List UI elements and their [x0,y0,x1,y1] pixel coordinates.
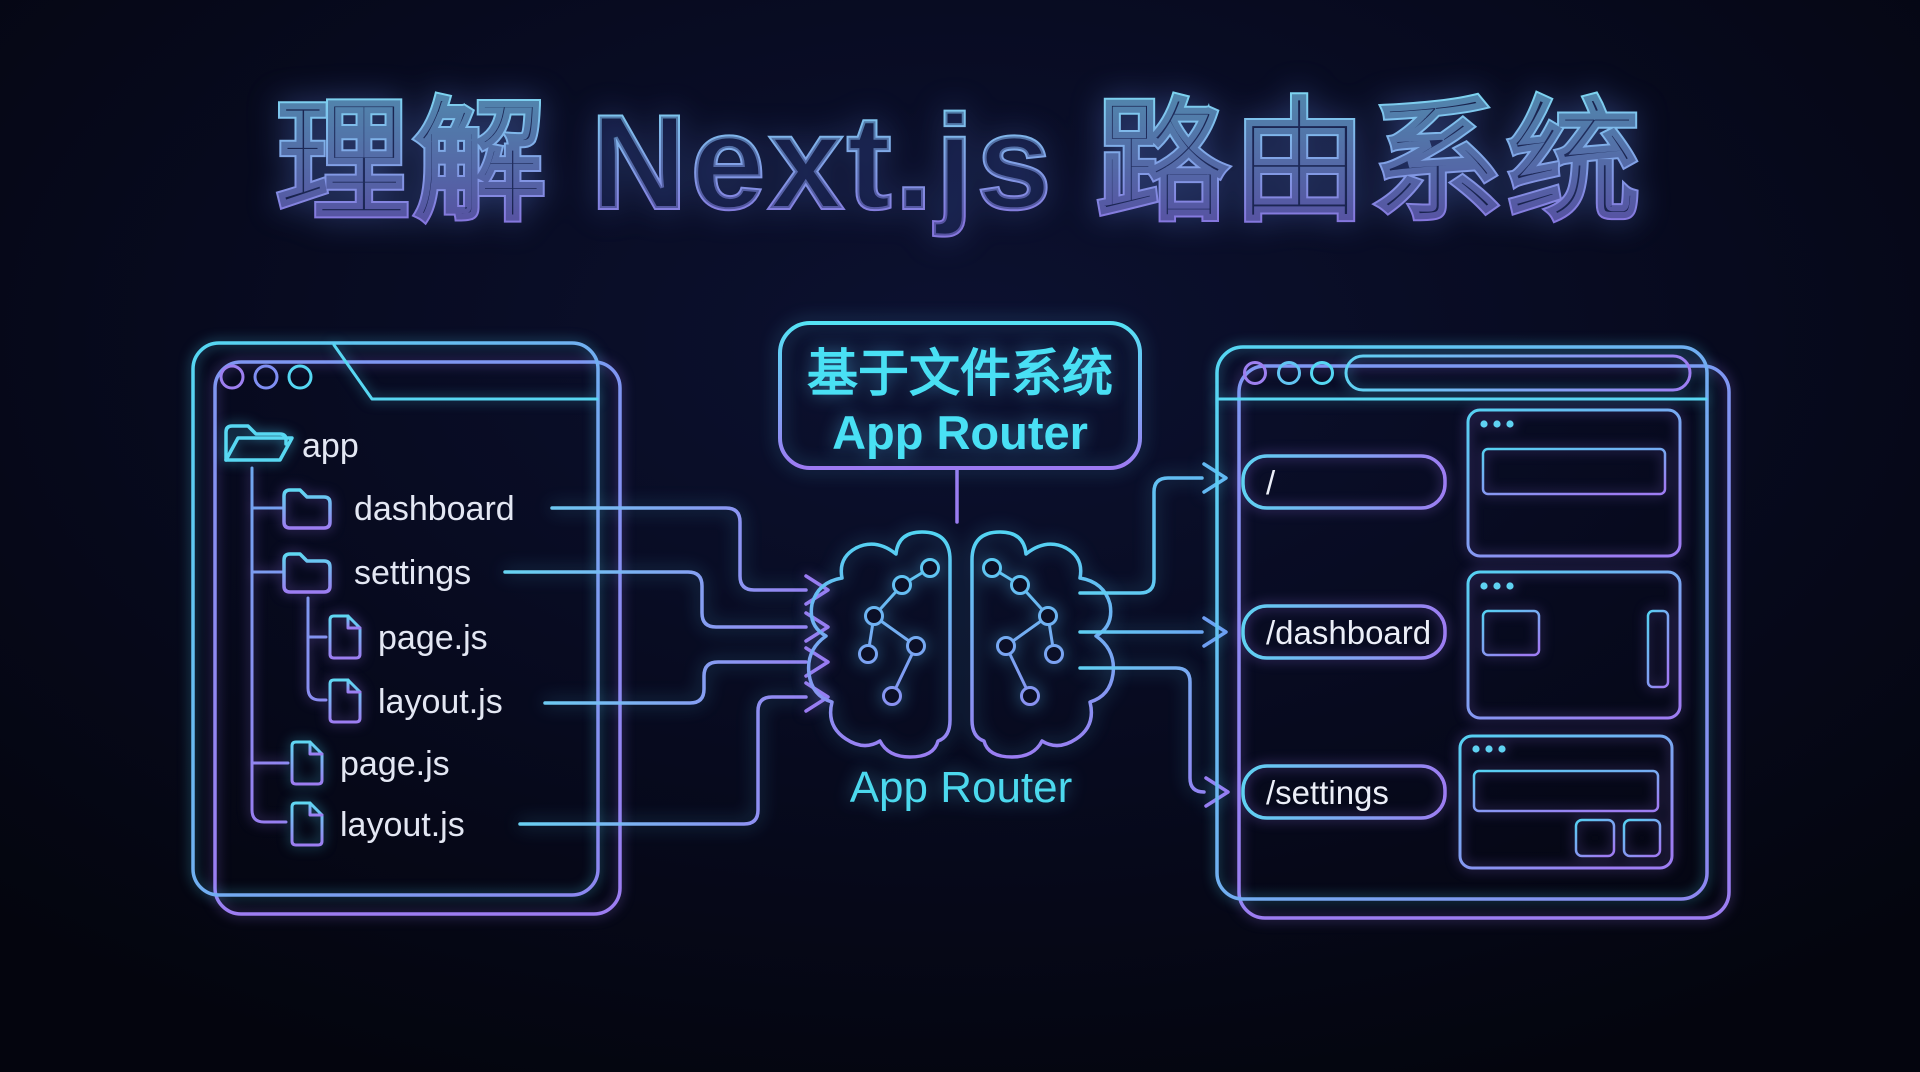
page-preview-settings [1458,734,1674,870]
arrow-right-icon [1204,776,1230,808]
callout-subtitle: App Router [832,406,1088,459]
tree-item-label: page.js [340,745,450,783]
mini-window-dots [1480,420,1514,428]
router-to-route-connectors [1078,476,1206,794]
callout-frame [778,321,1142,470]
folder-icon [282,552,332,594]
file-to-router-connectors [503,506,808,826]
route-pill-settings: /settings [1241,764,1447,820]
file-icon [290,801,324,847]
route-label: /settings [1266,774,1389,811]
tree-item-root-layout: layout.js [290,801,465,847]
router-label: App Router [850,763,1073,812]
tree-item-label: page.js [378,619,488,657]
window-frame [1215,345,1709,901]
file-icon [328,678,362,724]
file-tree-window: app dashboard settings page.js lay [191,341,622,916]
address-bar [1344,354,1692,392]
tree-item-label: layout.js [378,683,503,721]
browser-window: / /dashboard /settings [1215,345,1731,920]
window-shadow [1237,364,1731,920]
route-pill-dashboard: /dashboard [1241,604,1447,660]
window-traffic-lights [1243,361,1334,385]
tree-item-label: settings [354,554,471,592]
window-dot-icon [287,364,313,390]
right-arrowheads [1202,462,1230,808]
arrow-right-icon [1202,462,1228,494]
file-icon [290,740,324,786]
mini-window-dots [1480,582,1514,590]
connector-settings [503,570,808,629]
connector-root-layout [518,695,808,826]
tree-item-root-page: page.js [290,740,450,786]
tree-item-dashboard: dashboard [282,488,515,530]
window-traffic-lights [219,364,313,390]
app-router-brain: App Router [806,530,1116,812]
window-dot-icon [1243,361,1267,385]
page-preview-home [1466,408,1682,558]
tree-item-settings-layout: layout.js [328,678,503,724]
window-tab-divider [332,343,599,401]
tree-item-label: app [302,427,359,465]
connector-dashboard [550,506,808,592]
window-shadow [213,360,622,916]
connector-route-settings [1078,666,1206,794]
window-dot-icon [253,364,279,390]
page-title: 理解 Next.js 路由系统 [276,89,1644,237]
brain-circuit-icon [806,530,1116,759]
open-folder-icon [224,424,294,462]
window-frame [191,341,600,897]
route-label: /dashboard [1266,614,1431,651]
connector-route-home [1078,476,1204,595]
window-dot-icon [1277,361,1301,385]
arrow-right-icon [1202,616,1228,648]
file-icon [328,614,362,660]
callout-title: 基于文件系统 [807,345,1113,402]
window-dot-icon [1310,361,1334,385]
mini-window-dots [1472,745,1506,753]
tree-item-settings: settings [282,552,471,594]
window-dot-icon [219,364,245,390]
folder-icon [282,488,332,530]
callout-box: 基于文件系统 App Router [778,321,1142,524]
tree-item-label: layout.js [340,806,465,844]
route-label: / [1266,464,1276,501]
page-preview-dashboard [1466,570,1682,720]
tree-item-app: app [224,424,359,465]
connector-settings-layout [543,660,808,705]
tree-guides [250,466,328,824]
tree-item-label: dashboard [354,490,515,528]
tree-item-settings-page: page.js [328,614,488,660]
route-pill-home: / [1241,454,1447,510]
